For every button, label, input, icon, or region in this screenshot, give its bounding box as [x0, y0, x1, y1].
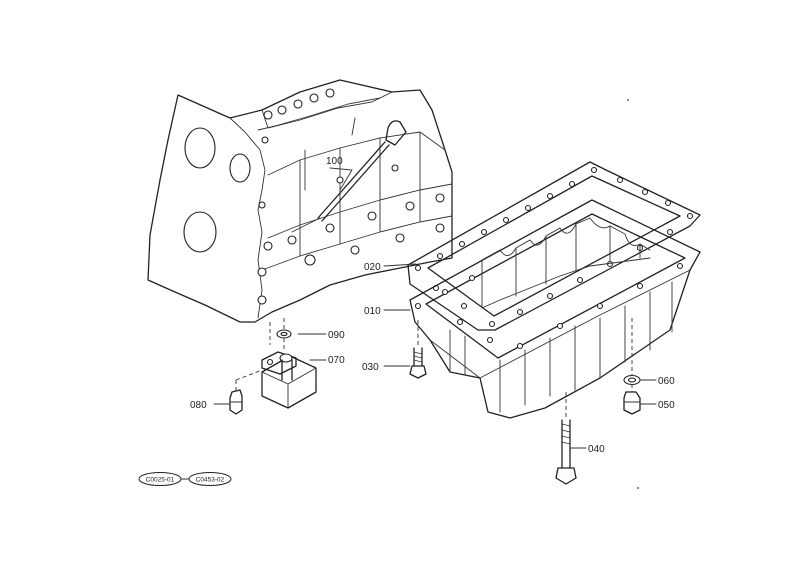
bolt-030 [409, 347, 427, 379]
reference-oval [188, 472, 232, 486]
reference-code-1: C0025-01 [146, 477, 175, 484]
callout-060: 060 [658, 376, 675, 387]
callout-010: 010 [364, 306, 381, 317]
oil-strainer [261, 351, 317, 409]
dot-mark [627, 99, 629, 101]
plug-050 [623, 391, 641, 415]
callout-020: 020 [364, 262, 381, 273]
callout-050: 050 [658, 400, 675, 411]
callout-080: 080 [190, 400, 207, 411]
dipstick [291, 120, 407, 233]
washer-060 [623, 374, 641, 386]
leader-lines [213, 167, 657, 449]
callout-030: 030 [362, 362, 379, 373]
reference-codes: C0025-01 C0453-02 [138, 472, 232, 486]
engine-block [147, 79, 453, 323]
callout-090: 090 [328, 330, 345, 341]
oil-pan-gasket [407, 161, 701, 331]
dot-mark [637, 487, 639, 489]
callout-100: 100 [326, 156, 343, 167]
callout-040: 040 [588, 444, 605, 455]
reference-code-2: C0453-02 [196, 477, 225, 484]
oil-pan [409, 199, 701, 419]
callout-070: 070 [328, 355, 345, 366]
bolt-080 [229, 389, 243, 415]
o-ring [276, 329, 292, 339]
bolt-040 [555, 419, 577, 485]
